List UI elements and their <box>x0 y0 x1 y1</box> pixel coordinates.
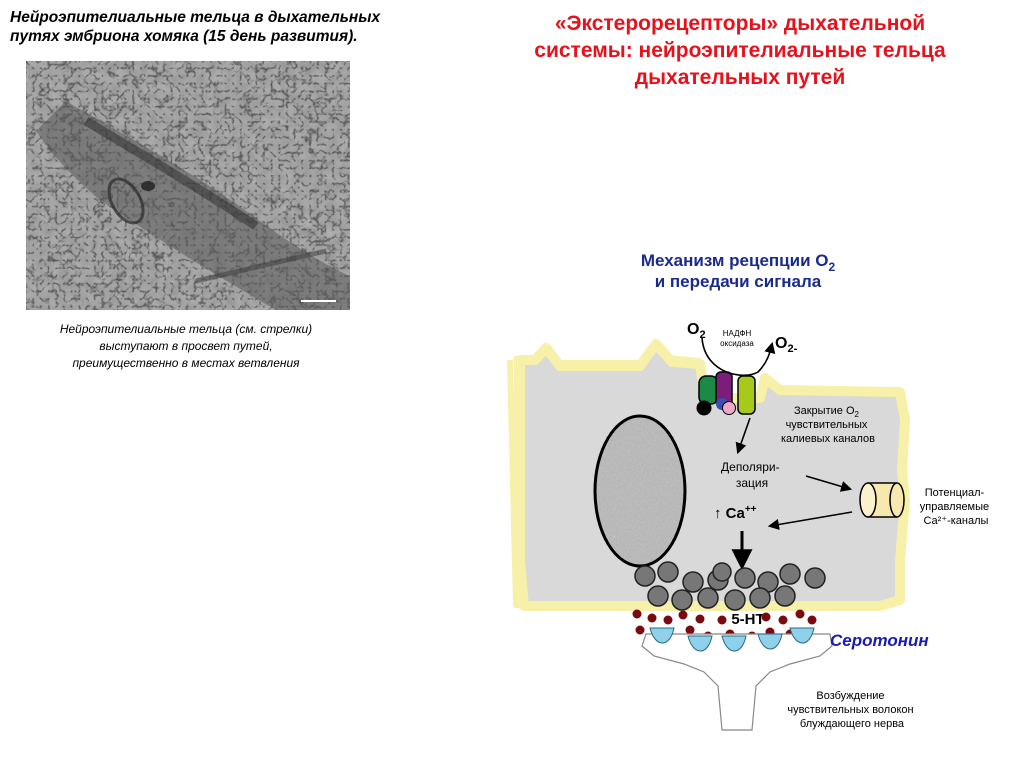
ca-channel <box>860 483 904 517</box>
o2-reception-diagram: Механизм рецепции О2 и передачи сигнала … <box>500 240 1020 768</box>
o2-out-label: O2- <box>775 335 798 355</box>
5ht-label: 5-HT <box>731 611 764 628</box>
k-channel-closure-text: Закрытие O2 чувствительных калиевых кана… <box>781 405 875 445</box>
slide-title: «Экстерорецепторы» дыхательной системы: … <box>470 10 1010 91</box>
serotonin-label: Серотонин <box>830 631 929 650</box>
ca-channel-label: Потенциал- управляемые Ca²⁺-каналы <box>920 487 992 527</box>
diagram-heading: Механизм рецепции О2 <box>641 251 836 274</box>
diagram-subheading: и передачи сигнала <box>655 272 822 291</box>
vagus-excitation-text: Возбуждение чувствительных волокон блужд… <box>787 690 916 730</box>
micrograph-note: Нейроэпителиальные тельца (см. стрелки) … <box>16 321 356 372</box>
nadph-oxidase-complex <box>697 372 756 416</box>
micrograph-image <box>26 61 350 310</box>
photo-caption: Нейроэпителиальные тельца в дыхательных … <box>10 8 430 46</box>
